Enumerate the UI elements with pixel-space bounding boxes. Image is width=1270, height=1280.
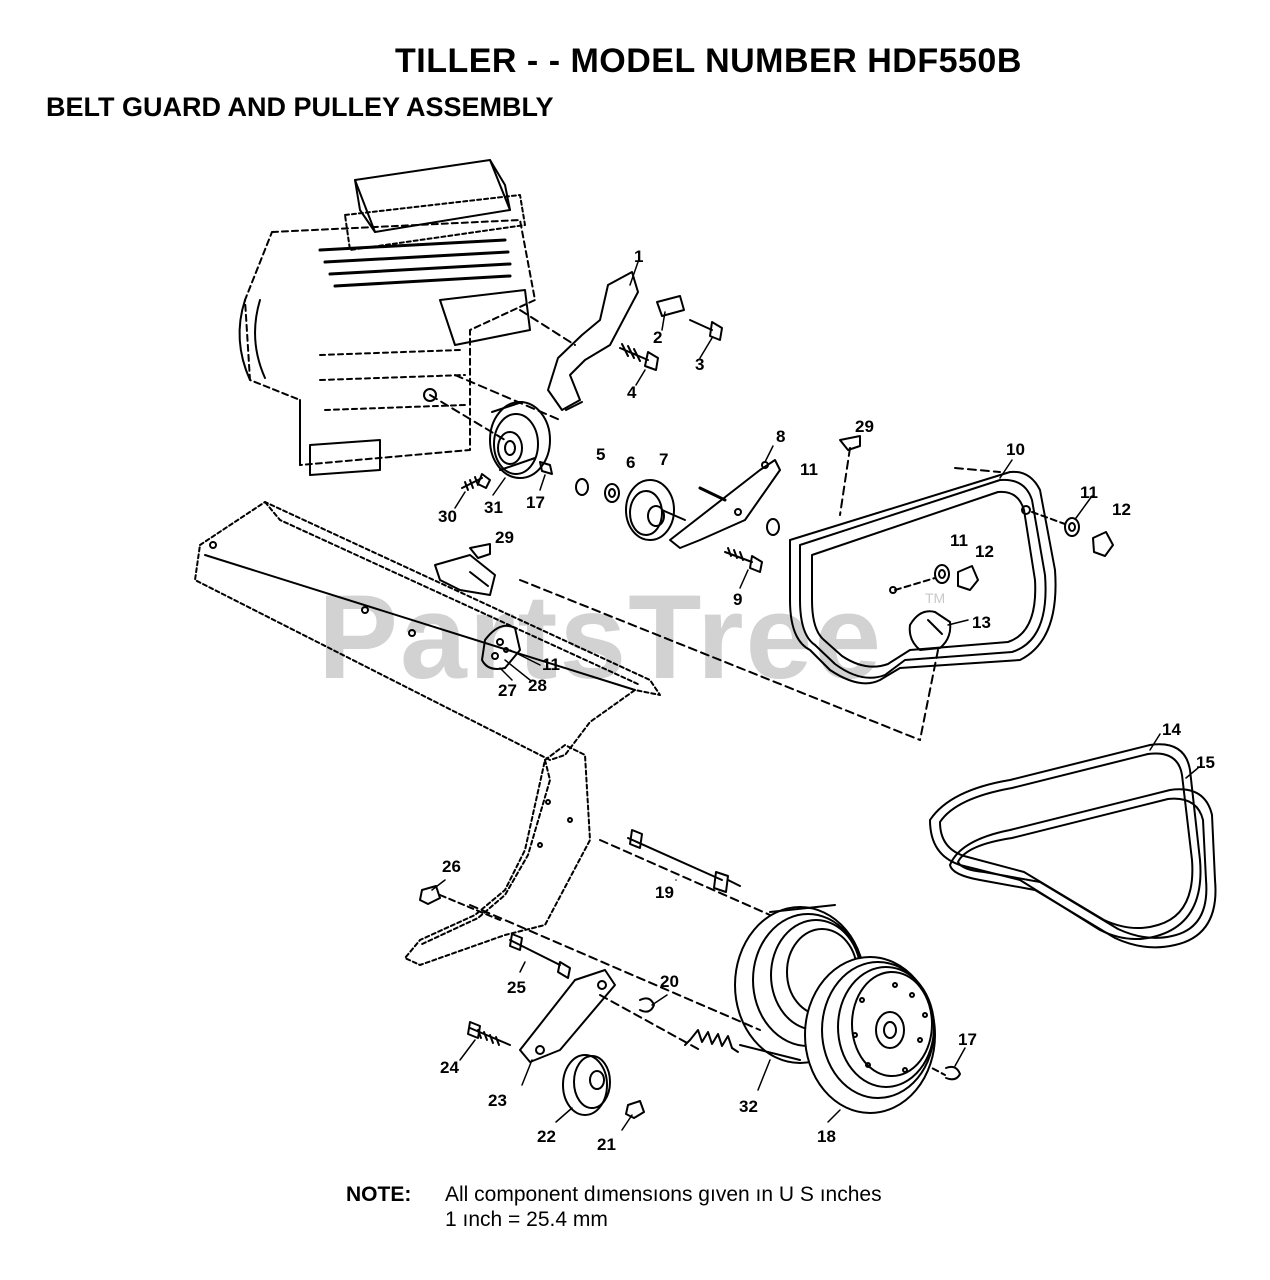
- callout-11-top: 11: [800, 460, 818, 479]
- callout-26: 26: [442, 857, 461, 876]
- callout-15: 15: [1196, 753, 1215, 772]
- callout-24: 24: [440, 1058, 459, 1077]
- watermark-trademark: TM: [925, 590, 946, 606]
- callout-12-mid: 12: [975, 542, 994, 561]
- callout-1: 1: [634, 247, 643, 266]
- callout-14: 14: [1162, 720, 1181, 739]
- callout-11-shield: 11: [542, 655, 560, 674]
- tine-shield: [194, 501, 661, 761]
- callout-19: 19: [655, 883, 674, 902]
- callout-5: 5: [596, 445, 605, 464]
- belt-guard: [789, 470, 1057, 685]
- callout-12-right: 12: [1112, 500, 1131, 519]
- callout-32: 32: [739, 1097, 758, 1116]
- callout-2: 2: [653, 328, 662, 347]
- callout-17-bottom: 17: [958, 1030, 977, 1049]
- watermark: PartsTree: [318, 570, 884, 704]
- callout-31: 31: [484, 498, 503, 517]
- drive-pulley: [625, 479, 686, 541]
- note-line-1: All component dımensıons gıven ın U S ın…: [445, 1183, 882, 1206]
- belts: [929, 743, 1217, 949]
- callout-22: 22: [537, 1127, 556, 1146]
- page-title: TILLER - - MODEL NUMBER HDF550B: [395, 42, 1022, 80]
- tine-pulley-18: [804, 956, 936, 1114]
- bracket: [547, 271, 639, 411]
- callout-23: 23: [488, 1091, 507, 1110]
- callout-9: 9: [733, 590, 742, 609]
- idler-pulley: [562, 1054, 611, 1116]
- callout-4: 4: [627, 383, 637, 402]
- callout-labels: 1 2 3 4 5 6 7 8 29 10 11 11 12 11 12 13 …: [438, 247, 1215, 1154]
- callout-10: 10: [1006, 440, 1025, 459]
- callout-27: 27: [498, 681, 517, 700]
- callout-30: 30: [438, 507, 457, 526]
- callout-29-shield: 29: [495, 528, 514, 547]
- callout-29-top: 29: [855, 417, 874, 436]
- callout-3: 3: [695, 355, 704, 374]
- callout-7: 7: [659, 450, 668, 469]
- callout-11-right: 11: [1080, 483, 1098, 502]
- callout-20: 20: [660, 972, 679, 991]
- callout-25: 25: [507, 978, 526, 997]
- engine: [238, 159, 536, 476]
- assembly-subtitle: BELT GUARD AND PULLEY ASSEMBLY: [46, 92, 554, 122]
- note-line-2: 1 ınch = 25.4 mm: [445, 1208, 608, 1231]
- callout-17-top: 17: [526, 493, 545, 512]
- callout-6: 6: [626, 453, 635, 472]
- callout-8: 8: [776, 427, 785, 446]
- callout-13: 13: [972, 613, 991, 632]
- callout-18: 18: [817, 1127, 836, 1146]
- callout-11-mid: 11: [950, 531, 968, 550]
- engine-pulley: [489, 401, 551, 479]
- side-plate: [404, 744, 591, 966]
- leader-lines: [431, 261, 1199, 1131]
- callout-28: 28: [528, 676, 547, 695]
- note-label: NOTE:: [346, 1183, 412, 1206]
- callout-21: 21: [597, 1135, 616, 1154]
